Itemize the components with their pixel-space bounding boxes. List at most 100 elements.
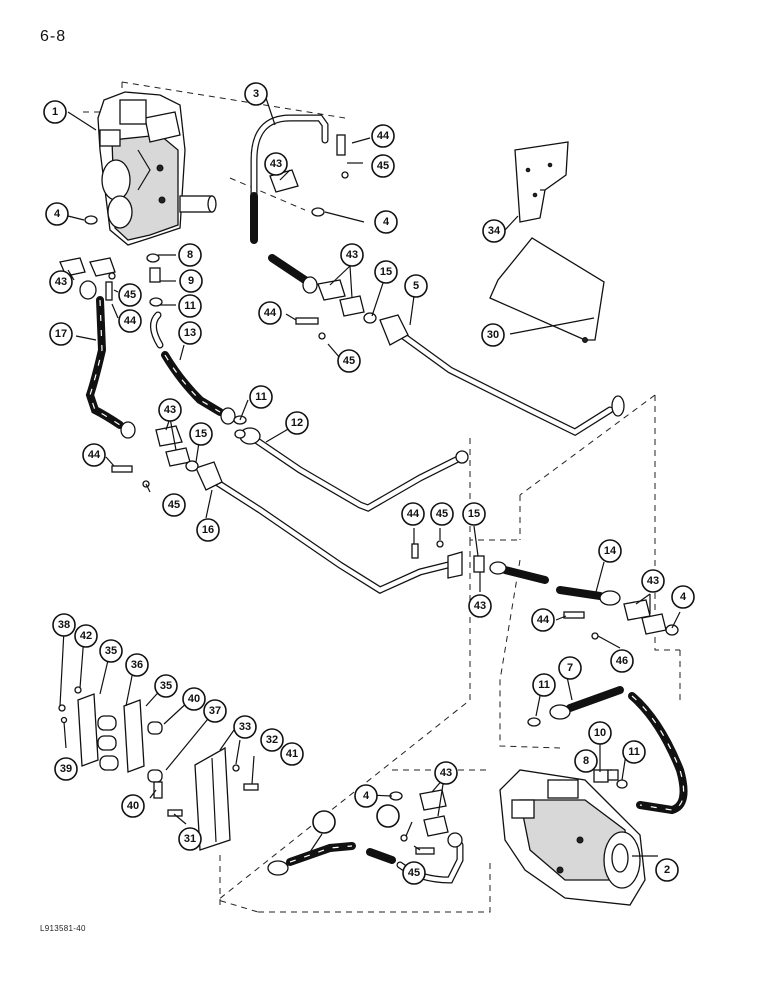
callout-45: 45 (118, 283, 142, 307)
svg-text:32: 32 (266, 734, 278, 746)
callout-36: 36 (125, 653, 149, 677)
callout-11: 11 (249, 385, 273, 409)
callout-8: 8 (178, 243, 202, 267)
hydraulic-pump-upper (97, 91, 217, 246)
svg-text:40: 40 (188, 693, 200, 705)
callout-43: 43 (340, 243, 364, 267)
callout-38: 38 (52, 613, 76, 637)
svg-text:45: 45 (168, 499, 180, 511)
svg-text:17: 17 (55, 328, 67, 340)
hydraulic-pump-lower (499, 769, 646, 906)
svg-text:2: 2 (664, 864, 670, 876)
callout-11: 11 (532, 673, 556, 697)
callout-44: 44 (401, 502, 425, 526)
callout-40: 40 (182, 687, 206, 711)
svg-text:8: 8 (187, 249, 193, 261)
svg-text:4: 4 (54, 208, 61, 220)
callout-12: 12 (285, 411, 309, 435)
bracket-33 (194, 746, 231, 851)
svg-text:43: 43 (474, 600, 486, 612)
callout-34: 34 (482, 219, 506, 243)
svg-text:45: 45 (408, 867, 420, 879)
hose-46 (267, 832, 464, 884)
callout-13: 13 (178, 321, 202, 345)
hose-17 (79, 280, 136, 439)
callout-43: 43 (158, 398, 182, 422)
svg-text:16: 16 (202, 524, 214, 536)
callout-15: 15 (189, 422, 213, 446)
callout-4: 4 (45, 202, 69, 226)
callout-40: 40 (121, 794, 145, 818)
callout-45 (376, 804, 400, 828)
tube-12 (239, 427, 469, 512)
callout-44: 44 (371, 124, 395, 148)
callout-45: 46 (610, 649, 634, 673)
callout-1: 1 (43, 100, 67, 124)
svg-text:40: 40 (127, 800, 139, 812)
callout-44: 44 (82, 443, 106, 467)
svg-text:44: 44 (377, 130, 390, 142)
callout-11: 11 (622, 740, 646, 764)
callout-10: 10 (588, 721, 612, 745)
callout-44: 45 (402, 861, 426, 885)
svg-text:4: 4 (383, 216, 390, 228)
svg-text:43: 43 (346, 249, 358, 261)
callout-43: 43 (468, 594, 492, 618)
svg-text:12: 12 (291, 417, 303, 429)
svg-text:39: 39 (60, 763, 72, 775)
dashed-outlines (82, 81, 681, 913)
callout-43: 43 (641, 569, 665, 593)
leader-lines (59, 94, 681, 857)
svg-text:1: 1 (52, 106, 58, 118)
callout-15: 15 (462, 502, 486, 526)
callout-45: 45 (371, 154, 395, 178)
callout-35: 35 (99, 639, 123, 663)
svg-text:7: 7 (567, 662, 573, 674)
svg-text:4: 4 (680, 591, 687, 603)
svg-text:44: 44 (264, 307, 277, 319)
callout-17: 17 (49, 322, 73, 346)
small-parts (58, 134, 679, 855)
svg-text:34: 34 (488, 225, 501, 237)
callout-2: 2 (655, 858, 679, 882)
callout-9: 9 (179, 269, 203, 293)
svg-text:44: 44 (537, 614, 550, 626)
svg-text:43: 43 (440, 767, 452, 779)
callout-43: 43 (434, 761, 458, 785)
svg-text:45: 45 (124, 289, 136, 301)
svg-text:44: 44 (88, 449, 101, 461)
svg-text:36: 36 (131, 659, 143, 671)
callout-31: 31 (178, 827, 202, 851)
svg-text:43: 43 (647, 575, 659, 587)
callout-46 (312, 810, 336, 834)
svg-text:45: 45 (343, 355, 355, 367)
callout-44: 44 (531, 608, 555, 632)
svg-text:15: 15 (380, 266, 392, 278)
svg-text:14: 14 (604, 545, 617, 557)
svg-text:31: 31 (184, 833, 196, 845)
svg-text:11: 11 (184, 300, 196, 312)
callout-39: 39 (54, 757, 78, 781)
hose-14 (489, 561, 621, 606)
callout-45: 45 (430, 502, 454, 526)
svg-text:45: 45 (436, 508, 448, 520)
figure-code: L913581-40 (40, 924, 86, 933)
svg-text:43: 43 (55, 276, 67, 288)
svg-text:37: 37 (209, 705, 221, 717)
svg-text:9: 9 (188, 275, 194, 287)
svg-text:5: 5 (413, 280, 419, 292)
callout-43: 43 (49, 270, 73, 294)
callout-32: 32 (260, 728, 284, 752)
tube-16 (195, 461, 463, 594)
callout-7: 7 (558, 656, 582, 680)
callout-30: 30 (481, 323, 505, 347)
callout-11: 11 (178, 294, 202, 318)
svg-text:44: 44 (124, 315, 137, 327)
svg-text:11: 11 (255, 391, 267, 403)
svg-text:41: 41 (286, 748, 298, 760)
svg-text:44: 44 (407, 508, 420, 520)
clamp-assembly (77, 693, 163, 783)
callout-5: 5 (404, 274, 428, 298)
callout-41: 41 (280, 742, 304, 766)
